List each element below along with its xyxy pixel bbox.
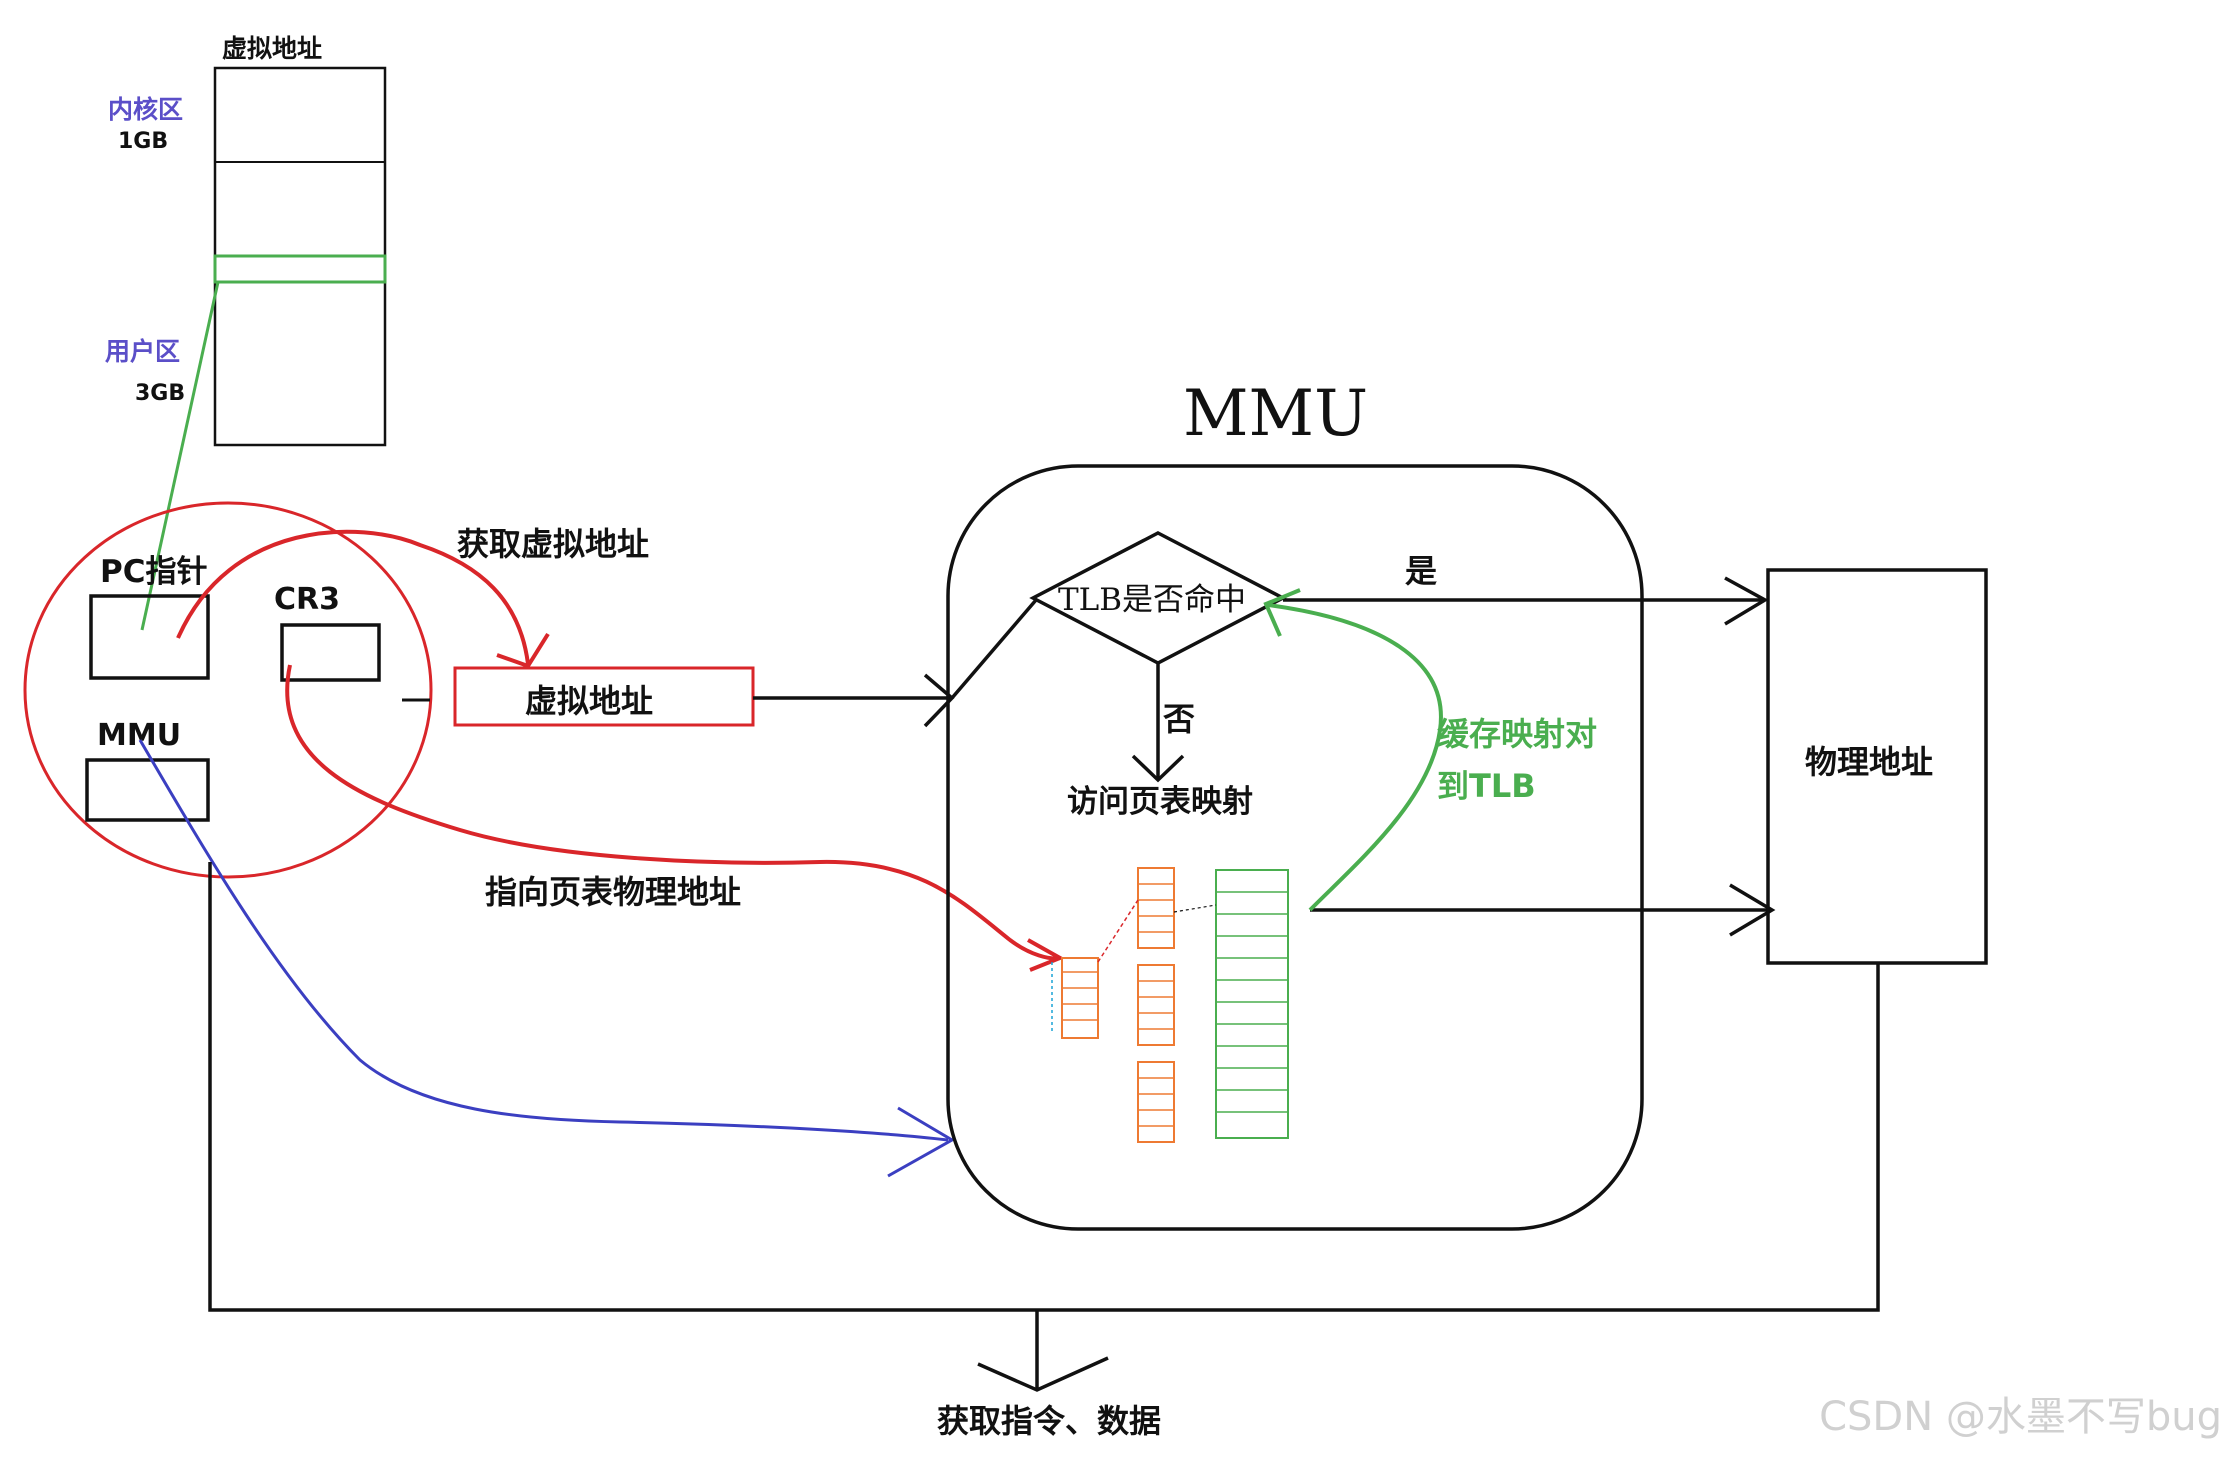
virtual-address-space-title: 虚拟地址 <box>222 34 322 63</box>
data-bus-line <box>208 862 1880 1312</box>
mmu-entry-to-tlb-line <box>950 598 1038 700</box>
pc-register-box <box>89 594 210 680</box>
cr3-to-page-table-arrow <box>285 664 1061 961</box>
pc-pointer-label: PC指针 <box>100 554 207 590</box>
mmu-register-box <box>85 758 210 822</box>
fetch-instruction-data-label: 获取指令、数据 <box>937 1402 1161 1440</box>
virtual-address-box-label: 虚拟地址 <box>525 682 653 720</box>
page-table-illustration <box>1051 867 1289 1143</box>
get-virtual-address-arrowhead <box>496 632 550 669</box>
cache-to-tlb-arrowhead <box>1263 588 1301 637</box>
second-level-table-1 <box>1137 867 1175 949</box>
get-virtual-address-label: 获取虚拟地址 <box>457 525 649 563</box>
kernel-size-label: 1GB <box>118 129 168 154</box>
mmu-register-to-mmu-arrow <box>138 739 949 1142</box>
page-directory-table <box>1061 957 1099 1039</box>
tlb-miss-no-arrowhead <box>1131 754 1185 783</box>
pc-to-address-line <box>140 281 220 631</box>
points-to-page-table-label: 指向页表物理地址 <box>485 873 741 911</box>
cache-to-tlb-arrow <box>1267 603 1443 912</box>
cache-mapping-label-line1: 缓存映射对 <box>1437 715 1597 753</box>
csdn-watermark: CSDN @水墨不写bug <box>1819 1394 2222 1440</box>
cr3-register-box <box>280 623 381 682</box>
cache-mapping-label-line2: 到TLB <box>1437 767 1536 805</box>
kernel-area-label: 内核区 <box>108 95 183 124</box>
yes-label: 是 <box>1405 552 1437 590</box>
page-table-to-physical-arrowhead <box>1729 883 1776 937</box>
no-label: 否 <box>1163 700 1195 738</box>
fetch-arrowhead <box>977 1356 1109 1392</box>
tlb-hit-question: TLB是否命中 <box>1058 582 1246 618</box>
tlb-hit-yes-arrowhead <box>1724 576 1769 626</box>
second-level-table-3 <box>1137 1061 1175 1143</box>
mmu-register-to-mmu-arrowhead <box>887 1106 955 1178</box>
second-level-table-2 <box>1137 964 1175 1046</box>
access-page-table-label: 访问页表映射 <box>1067 784 1253 820</box>
physical-page-frames <box>1215 869 1289 1139</box>
physical-address-label: 物理地址 <box>1805 743 1933 781</box>
user-size-label: 3GB <box>135 381 185 406</box>
cr3-label: CR3 <box>274 582 340 617</box>
mmu-title: MMU <box>1183 377 1368 451</box>
cr3-to-page-table-arrowhead <box>1027 938 1065 972</box>
pc-address-slot <box>213 254 387 284</box>
mmu-register-label: MMU <box>97 718 181 753</box>
get-virtual-address-arrow <box>176 529 530 665</box>
cpu-register-circle <box>23 501 433 879</box>
mmu-unit-box <box>946 464 1644 1231</box>
user-area-label: 用户区 <box>105 337 180 366</box>
